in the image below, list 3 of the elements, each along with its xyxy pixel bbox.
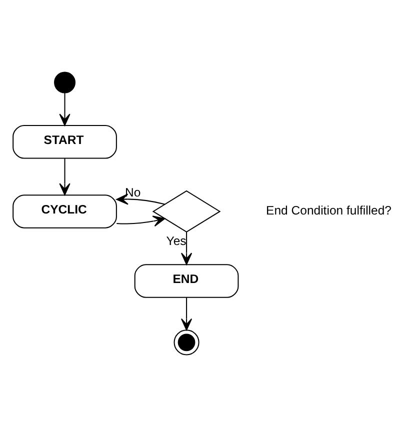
edge-label: No bbox=[124, 185, 140, 200]
edge-label: Yes bbox=[166, 234, 186, 248]
node-label: End Condition fulfilled? bbox=[266, 204, 391, 218]
